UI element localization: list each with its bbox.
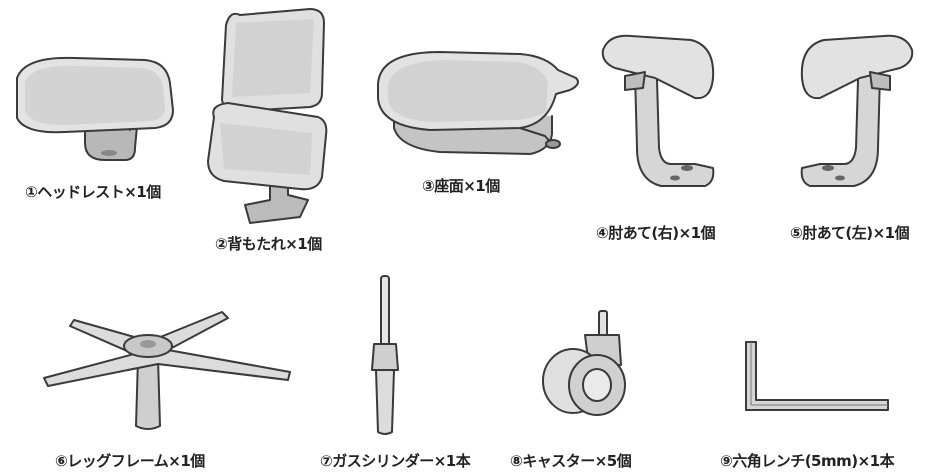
headrest-label: ①ヘッドレスト×1個 [25,183,161,201]
leg-frame-label: ⑥レッグフレーム×1個 [55,452,205,470]
armrest-right-label: ④肘あて(右)×1個 [596,224,716,242]
gas-cylinder-label: ⑦ガスシリンダー×1本 [320,452,471,470]
armrest-left-illustration [790,28,920,203]
caster-illustration [535,305,635,430]
seat-label: ③座面×1個 [422,177,500,195]
seat-illustration [370,38,585,168]
leg-frame-illustration [8,298,303,438]
caster-label: ⑧キャスター×5個 [510,452,632,470]
hex-wrench-label: ⑨六角レンチ(5mm)×1本 [720,452,895,470]
gas-cylinder-illustration [360,270,410,440]
hex-wrench-illustration [740,338,900,418]
backrest-label: ②背もたれ×1個 [215,235,322,253]
armrest-left-label: ⑤肘あて(左)×1個 [790,224,910,242]
armrest-right-illustration [595,28,725,203]
backrest-illustration [200,5,330,230]
headrest-illustration [5,48,175,173]
